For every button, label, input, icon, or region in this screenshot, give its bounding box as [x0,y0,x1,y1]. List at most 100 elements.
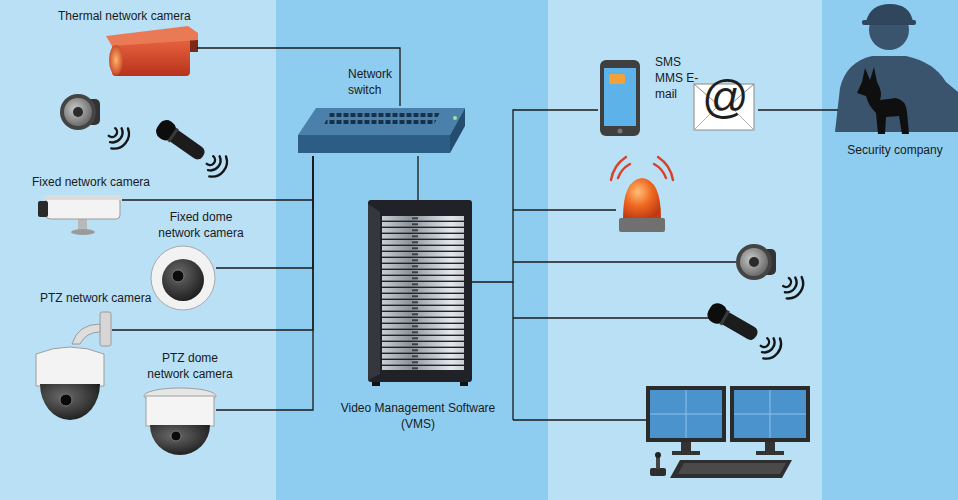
output-cable [512,282,513,420]
speaker-icon [736,244,776,280]
ptz-camera-icon [36,347,104,386]
ptz-camera-icon [100,312,111,346]
ptz-camera: PTZ network camera [28,308,112,422]
background-band [0,0,276,500]
server-rack-icon [382,216,464,370]
phone-icon [600,60,640,136]
siren-icon [623,178,661,218]
background-band [822,0,958,500]
network-switch-icon [298,108,465,135]
monitor-workstation-icon [650,390,806,438]
siren-icon [618,164,630,178]
server-rack-icon [368,200,472,382]
phone-icon [604,68,636,126]
network-switch-icon [323,112,440,127]
microphone-icon [756,332,786,363]
monitor-workstation-icon [650,390,806,438]
security-guard-icon [866,4,913,22]
security-guard-icon [862,20,916,25]
ptz-dome-icon [146,396,214,426]
microphone-icon [704,300,761,344]
fixed-camera-icon [38,201,48,217]
monitor-workstation-icon [646,386,810,478]
phone-icon [600,60,640,136]
device-label: Network switch [348,66,408,98]
monitor-workstation-icon [650,468,666,476]
output-cable [513,261,736,262]
device-label: SMS MMS E-mail [655,54,700,102]
thermal-camera-icon [109,45,123,75]
fixed-dome-icon [162,259,204,301]
speaker-icon [60,94,100,130]
microphone-icon [153,117,232,181]
output-cable [513,317,714,318]
network-switch-icon [298,135,450,153]
microphone-icon [704,300,785,363]
fixed-camera-icon [78,218,87,230]
output-cable [513,419,648,420]
phone-icon [618,129,623,134]
background-band [276,0,548,500]
device-label: Video Management Software (VMS) [330,400,506,432]
vms-server: Video Management Software (VMS) [368,200,472,386]
cable-line [122,156,313,200]
siren-icon [611,157,673,232]
ptz-camera-icon [72,324,100,344]
speaker-icon [104,122,134,153]
device-label: PTZ dome network camera [142,350,238,382]
ptz-dome-icon [150,425,210,455]
speaker-icon [60,94,134,153]
network-switch: Network switch [295,106,465,156]
ptz-dome-icon [144,388,216,455]
siren-icon [654,164,666,178]
monitor-workstation-icon [672,451,700,455]
server-rack-icon [368,200,472,386]
security-guard-icon [835,56,958,132]
siren-icon [611,157,673,180]
fixed-camera-icon [38,195,122,235]
security-guard-icon [857,67,909,134]
siren-icon [619,218,665,232]
speaker-icon [779,271,808,302]
device-label: Fixed dome network camera [153,209,249,241]
device-label: PTZ network camera [40,290,170,306]
thermal-camera-icon [106,26,198,46]
microphone-icon [153,117,209,164]
monitor-workstation-icon [681,442,691,452]
microphone-icon [202,150,232,181]
email-symbol: @ [702,74,749,120]
ptz-camera-icon [40,384,100,420]
thermal-camera-icon [106,26,198,76]
phone-icon [609,74,625,84]
security-company: Security company [838,4,958,142]
device-label: Security company [835,142,955,158]
fixed-camera-icon [71,229,95,235]
fixed-dome-camera: Fixed dome network camera [148,250,216,306]
fixed-dome-icon [151,246,215,310]
security-guard-icon [835,4,958,134]
output-cable [513,209,616,210]
fixed-camera-icon [44,195,122,200]
siren-icon [658,157,673,180]
speaker-icon [736,244,808,303]
network-switch-icon [453,116,457,120]
cable-line [758,109,838,110]
server-rack-icon [368,204,380,380]
monitor-workstation-icon [765,442,775,452]
ptz-camera-icon [36,312,111,420]
network-switch-icon [450,108,465,153]
device-label: Thermal network camera [58,8,228,24]
fixed-camera: Fixed network camera [38,194,122,234]
device-label: Fixed network camera [32,174,172,190]
cable-line [417,156,418,200]
monitor-workstation-icon [655,452,661,458]
siren-icon [611,157,626,180]
ptz-dome-icon [171,431,181,441]
background-band [548,0,822,500]
monitor-workstation-icon [670,460,792,478]
fixed-camera-icon [46,197,120,219]
